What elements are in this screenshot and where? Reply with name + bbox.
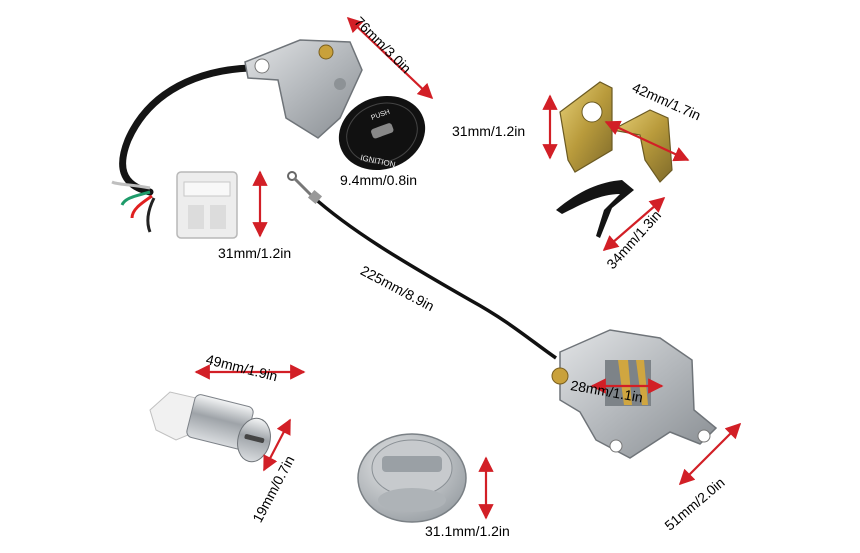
key-face-label: 9.4mm/0.8in xyxy=(340,172,418,188)
cap-height-label: 31.1mm/1.2in xyxy=(425,523,510,539)
lock-cylinder xyxy=(149,391,271,463)
connector-height-label: 31mm/1.2in xyxy=(218,245,292,261)
bracket-height-label: 31mm/1.2in xyxy=(452,123,526,139)
release-cable xyxy=(287,171,557,360)
ignition-switch: PUSH IGNITION xyxy=(111,39,426,239)
fuel-cap xyxy=(357,433,467,523)
spring-clip xyxy=(556,180,634,238)
dimension-arrows xyxy=(194,16,742,520)
